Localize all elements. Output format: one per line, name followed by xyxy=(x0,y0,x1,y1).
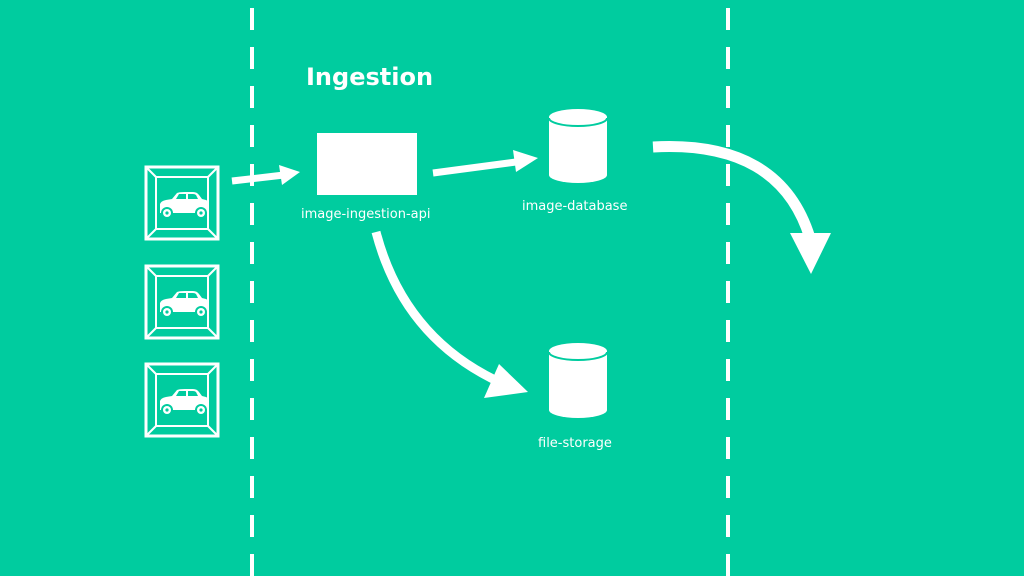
arrow-api-to-database xyxy=(432,150,538,177)
source-car-1 xyxy=(144,165,220,241)
arrow-database-to-next xyxy=(652,141,831,274)
database-label: image-database xyxy=(522,199,627,214)
storage-node xyxy=(548,343,608,418)
arrow-cars-to-api xyxy=(231,165,300,185)
section-title: Ingestion xyxy=(306,63,433,91)
car-icon xyxy=(144,264,220,340)
arrow-api-to-storage xyxy=(371,230,528,398)
api-label: image-ingestion-api xyxy=(301,207,430,222)
car-icon xyxy=(144,165,220,241)
storage-label: file-storage xyxy=(538,436,612,451)
car-icon xyxy=(144,362,220,438)
source-car-3 xyxy=(144,362,220,438)
api-node xyxy=(317,133,417,195)
source-car-2 xyxy=(144,264,220,340)
database-node xyxy=(548,109,608,183)
